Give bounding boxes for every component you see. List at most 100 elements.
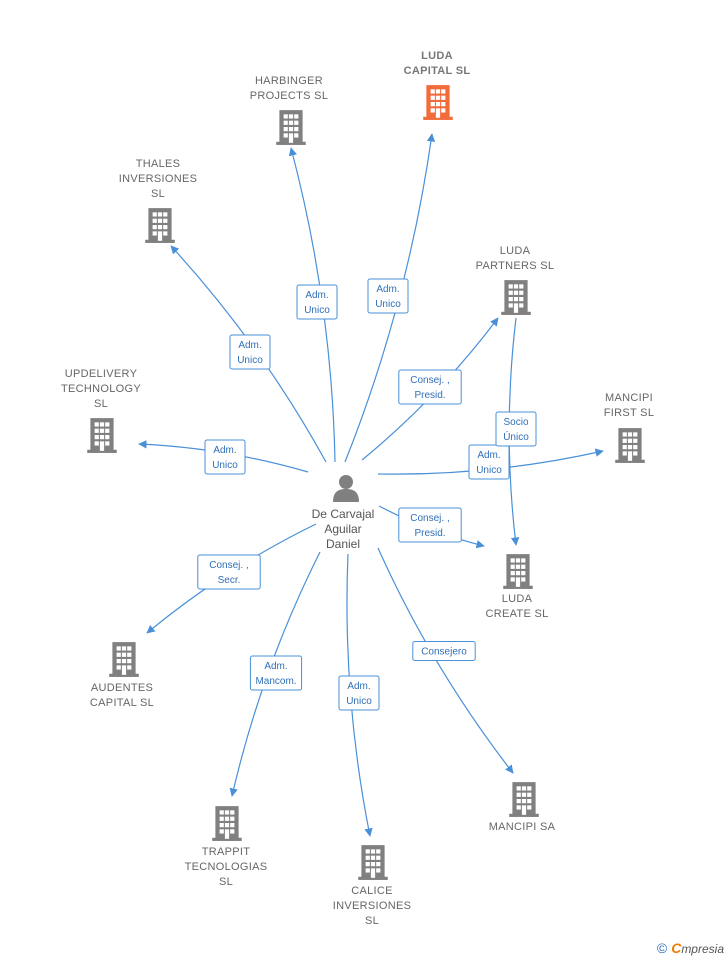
building-icon [358,845,388,880]
company-name-line: HARBINGER [255,75,323,87]
relation-label[interactable]: Consej. ,Presid. [398,369,462,405]
empresia-brand[interactable]: ©Cmpresia [657,940,724,956]
building-icon [276,110,306,145]
edge-audentes: Consej. ,Secr. [146,523,317,634]
company-name-line: TECNOLOGIAS [185,861,268,873]
building-icon [145,208,175,243]
company-name-line: SL [219,876,233,888]
company-node-luda-capital[interactable]: LUDA CAPITAL SL [404,50,471,120]
company-node-luda-partners[interactable]: LUDA PARTNERS SL [476,245,555,315]
building-icon [212,806,242,841]
relation-text: Consej. , [410,375,449,386]
relation-label[interactable]: Consej. , Presid. [398,507,462,543]
brand-letter: C [671,940,682,956]
company-name-line: TECHNOLOGY [61,383,141,395]
relation-box [367,278,409,314]
relation-box [398,507,462,543]
edge-mancipi-first: Adm. Unico [377,444,604,480]
relation-text: Unico [346,696,372,707]
relation-box [197,554,261,590]
building-icon [615,428,645,463]
relation-box [249,655,303,691]
relation-text: Adm. [347,681,370,692]
relation-text: Unico [212,460,238,471]
relation-text: Unico [237,355,263,366]
person-name-line-3: Daniel [326,537,360,551]
building-icon [423,85,453,120]
relation-text: Socio [503,417,528,428]
edge-mancipi-sa: Consejero [377,547,514,774]
company-node-updelivery[interactable]: UPDELIVERY TECHNOLOGY SL [61,368,141,453]
relation-box [398,369,462,405]
edges: Adm.UnicoAdm.UnicoAdm.UnicoAdm.UnicoCons… [138,133,604,837]
relation-text: Unico [304,305,330,316]
company-name-line: CALICE [351,885,393,897]
company-nodes: LUDA CAPITAL SL HARBINGER PROJECTS SL THALES… [61,50,654,927]
person-name-line-1: De Carvajal [312,507,375,521]
company-node-harbinger[interactable]: HARBINGER PROJECTS SL [250,75,329,145]
relation-text: Único [503,430,529,443]
relation-label[interactable]: Adm. Unico [204,439,246,475]
person-icon [333,475,359,502]
company-name-line: INVERSIONES [333,900,412,912]
relation-box [412,641,476,661]
company-name-line: LUDA [500,245,531,257]
copyright-icon: © [656,940,668,956]
relation-box [204,439,246,475]
relation-label[interactable]: Adm. Unico [296,284,338,320]
company-name-line: PROJECTS SL [250,90,329,102]
relation-label[interactable]: Consejero [412,641,476,661]
building-icon [509,782,539,817]
relation-label[interactable]: Adm.Unico [367,278,409,314]
relation-text: Consej. , [410,513,449,524]
edge-calice: Adm. Unico [338,553,380,837]
relation-text: Adm. [477,450,500,461]
relation-label[interactable]: Adm. Mancom. [249,655,303,691]
relation-text: Adm. [264,661,287,672]
company-name-line: CREATE SL [485,608,548,620]
relation-label[interactable]: Adm. Unico [338,675,380,711]
building-icon [87,418,117,453]
relation-text: Adm. [213,445,236,456]
company-name-line: MANCIPI [605,392,653,404]
edge-thales: Adm. Unico [170,245,327,463]
relation-text: Consejero [421,647,467,658]
company-name-line: SL [151,188,165,200]
edge-line [377,547,514,774]
company-name-line: SL [94,398,108,410]
relation-box [495,411,537,447]
relation-text: Unico [375,299,401,310]
relation-text: Consej. , [209,560,248,571]
edge-luda-capital: Adm.Unico [344,133,436,463]
company-name-line: PARTNERS SL [476,260,555,272]
relation-text: Mancom. [255,676,296,687]
relation-label[interactable]: Adm. Unico [229,334,271,370]
relation-text: Adm. [238,340,261,351]
edge-luda-partners: Consej. ,Presid. [361,317,499,461]
company-name-line: THALES [136,158,181,170]
person-node[interactable]: De Carvajal Aguilar Daniel [312,475,375,551]
relation-text: Adm. [305,290,328,301]
relation-label[interactable]: Consej. ,Secr. [197,554,261,590]
relation-text: Unico [476,465,502,476]
building-icon [503,554,533,589]
relation-text: Presid. [414,528,445,539]
relation-box [468,444,510,480]
company-node-mancipi-sa[interactable]: MANCIPI SA [489,782,556,833]
edge-luda-create: Consej. , Presid. [378,505,485,549]
edge-updelivery: Adm. Unico [138,439,309,475]
company-name-line: CAPITAL SL [404,65,471,77]
company-name-line: UPDELIVERY [65,368,138,380]
relation-box [338,675,380,711]
relation-label[interactable]: Adm. Unico [468,444,510,480]
company-name-line: LUDA [421,50,453,62]
